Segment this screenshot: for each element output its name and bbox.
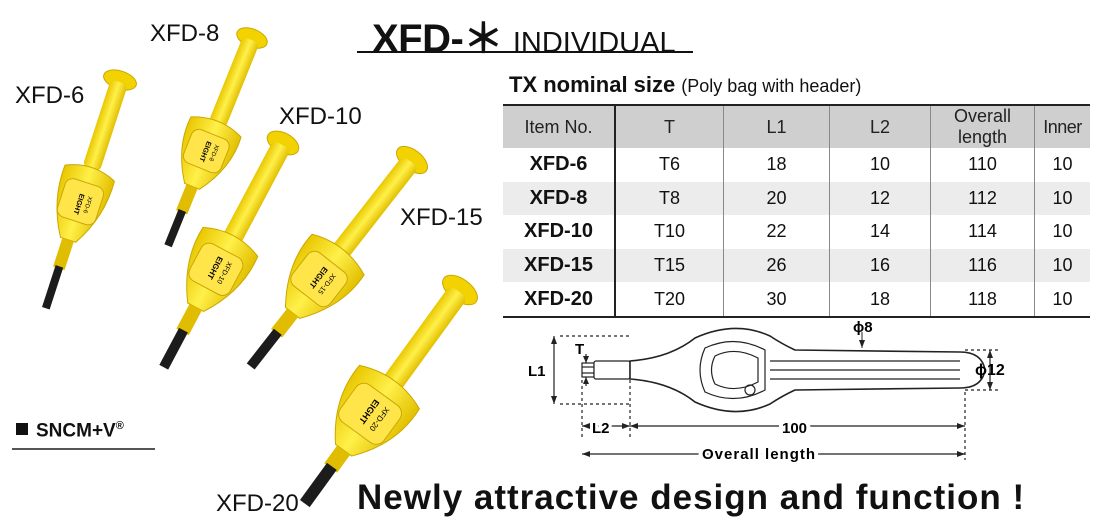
- table-header-row: Item No. T L1 L2 Overall length Inner: [503, 105, 1090, 148]
- table-cell: 10: [1034, 181, 1090, 216]
- dim-t: T: [575, 341, 584, 358]
- table-cell: 18: [723, 148, 830, 182]
- title-underline: [357, 51, 693, 53]
- table-cell: 10: [829, 148, 931, 182]
- table-cell: 116: [930, 248, 1035, 283]
- table-cell: T6: [614, 148, 724, 182]
- table-cell: 10: [1034, 148, 1090, 182]
- table-cell: 10: [1034, 215, 1090, 249]
- product-photo: EIGHT XFD-6 EIGHT XFD-8 EIGHT XFD-10 EIG…: [42, 27, 478, 508]
- table-cell: 110: [930, 148, 1035, 182]
- registered-mark: ®: [115, 420, 124, 432]
- column-header: Item No.: [503, 105, 616, 148]
- table-cell: 22: [723, 215, 830, 249]
- item-no-cell: XFD-6: [503, 148, 616, 182]
- label-xfd-6: XFD-6: [15, 82, 85, 109]
- dim-l2: L2: [592, 420, 610, 437]
- dim-phi8: ϕ8: [853, 320, 873, 336]
- material-underline: [12, 448, 155, 450]
- table-row: XFD-10 T10 22 14 114 10: [503, 215, 1090, 249]
- table-row: XFD-8 T8 20 12 112 10: [503, 181, 1090, 216]
- material-text: SNCM+V: [36, 420, 116, 442]
- table-cell: 26: [723, 248, 830, 283]
- table-cell: 16: [829, 248, 931, 283]
- table-cell: 118: [930, 282, 1035, 317]
- table-cell: 18: [829, 282, 931, 317]
- material-label: SNCM+V®: [16, 420, 124, 442]
- dim-100: 100: [782, 420, 807, 437]
- item-no-cell: XFD-15: [503, 248, 616, 283]
- table-cell: 14: [829, 215, 931, 249]
- label-xfd-8: XFD-8: [150, 20, 220, 47]
- table-cell: 114: [930, 215, 1035, 249]
- table-row: XFD-20 T20 30 18 118 10: [503, 282, 1090, 317]
- screwdriver-xfd-15: EIGHT XFD-15: [246, 145, 428, 370]
- item-no-cell: XFD-8: [503, 181, 616, 216]
- table-cell: 10: [1034, 282, 1090, 317]
- column-header: Overall length: [930, 105, 1035, 148]
- label-xfd-15: XFD-15: [400, 204, 483, 231]
- table-cell: T10: [614, 215, 724, 249]
- dim-l1: L1: [528, 363, 546, 380]
- item-no-cell: XFD-20: [503, 282, 616, 317]
- dim-overall-length: Overall length: [702, 446, 816, 463]
- table-cell: T15: [614, 248, 724, 283]
- table-cell: 20: [723, 181, 830, 216]
- table-cell: 112: [930, 181, 1035, 216]
- column-header: T: [614, 105, 724, 148]
- page-title: XFD-＊ INDIVIDUAL: [372, 6, 676, 64]
- table-cell: 12: [829, 181, 931, 216]
- dimension-diagram: L1 T ϕ8 ϕ12 L2 100 Overall length: [528, 320, 1005, 467]
- spec-heading-title: TX nominal size: [509, 72, 676, 97]
- table-cell: T8: [614, 181, 724, 216]
- dim-phi12: ϕ12: [975, 362, 1005, 379]
- label-xfd-10: XFD-10: [279, 103, 362, 130]
- title-code: XFD-＊: [372, 17, 503, 61]
- table-cell: 10: [1034, 248, 1090, 283]
- spec-table: Item No. T L1 L2 Overall length Inner XF…: [503, 104, 1090, 318]
- screwdriver-xfd-20: EIGHT XFD-20: [299, 274, 478, 508]
- tagline: Newly attractive design and function !: [357, 478, 1026, 517]
- column-header: L1: [723, 105, 830, 148]
- label-xfd-20: XFD-20: [216, 490, 299, 517]
- column-header: L2: [829, 105, 931, 148]
- handle-model-text: XFD-6: [81, 195, 92, 214]
- column-header: Inner: [1034, 105, 1090, 148]
- table-row: XFD-6 T6 18 10 110 10: [503, 148, 1090, 182]
- item-no-cell: XFD-10: [503, 215, 616, 249]
- title-subtitle: INDIVIDUAL: [512, 27, 676, 59]
- spec-heading: TX nominal size(Poly bag with header): [509, 72, 861, 98]
- table-cell: 30: [723, 282, 830, 317]
- bullet-square-icon: [16, 423, 28, 436]
- screwdriver-xfd-8: EIGHT XFD-8: [164, 27, 268, 248]
- table-row: XFD-15 T15 26 16 116 10: [503, 248, 1090, 283]
- screwdriver-xfd-6: EIGHT XFD-6: [42, 69, 137, 310]
- screwdriver-xfd-10: EIGHT XFD-10: [159, 130, 300, 370]
- table-cell: T20: [614, 282, 724, 317]
- spec-heading-note: (Poly bag with header): [681, 76, 862, 96]
